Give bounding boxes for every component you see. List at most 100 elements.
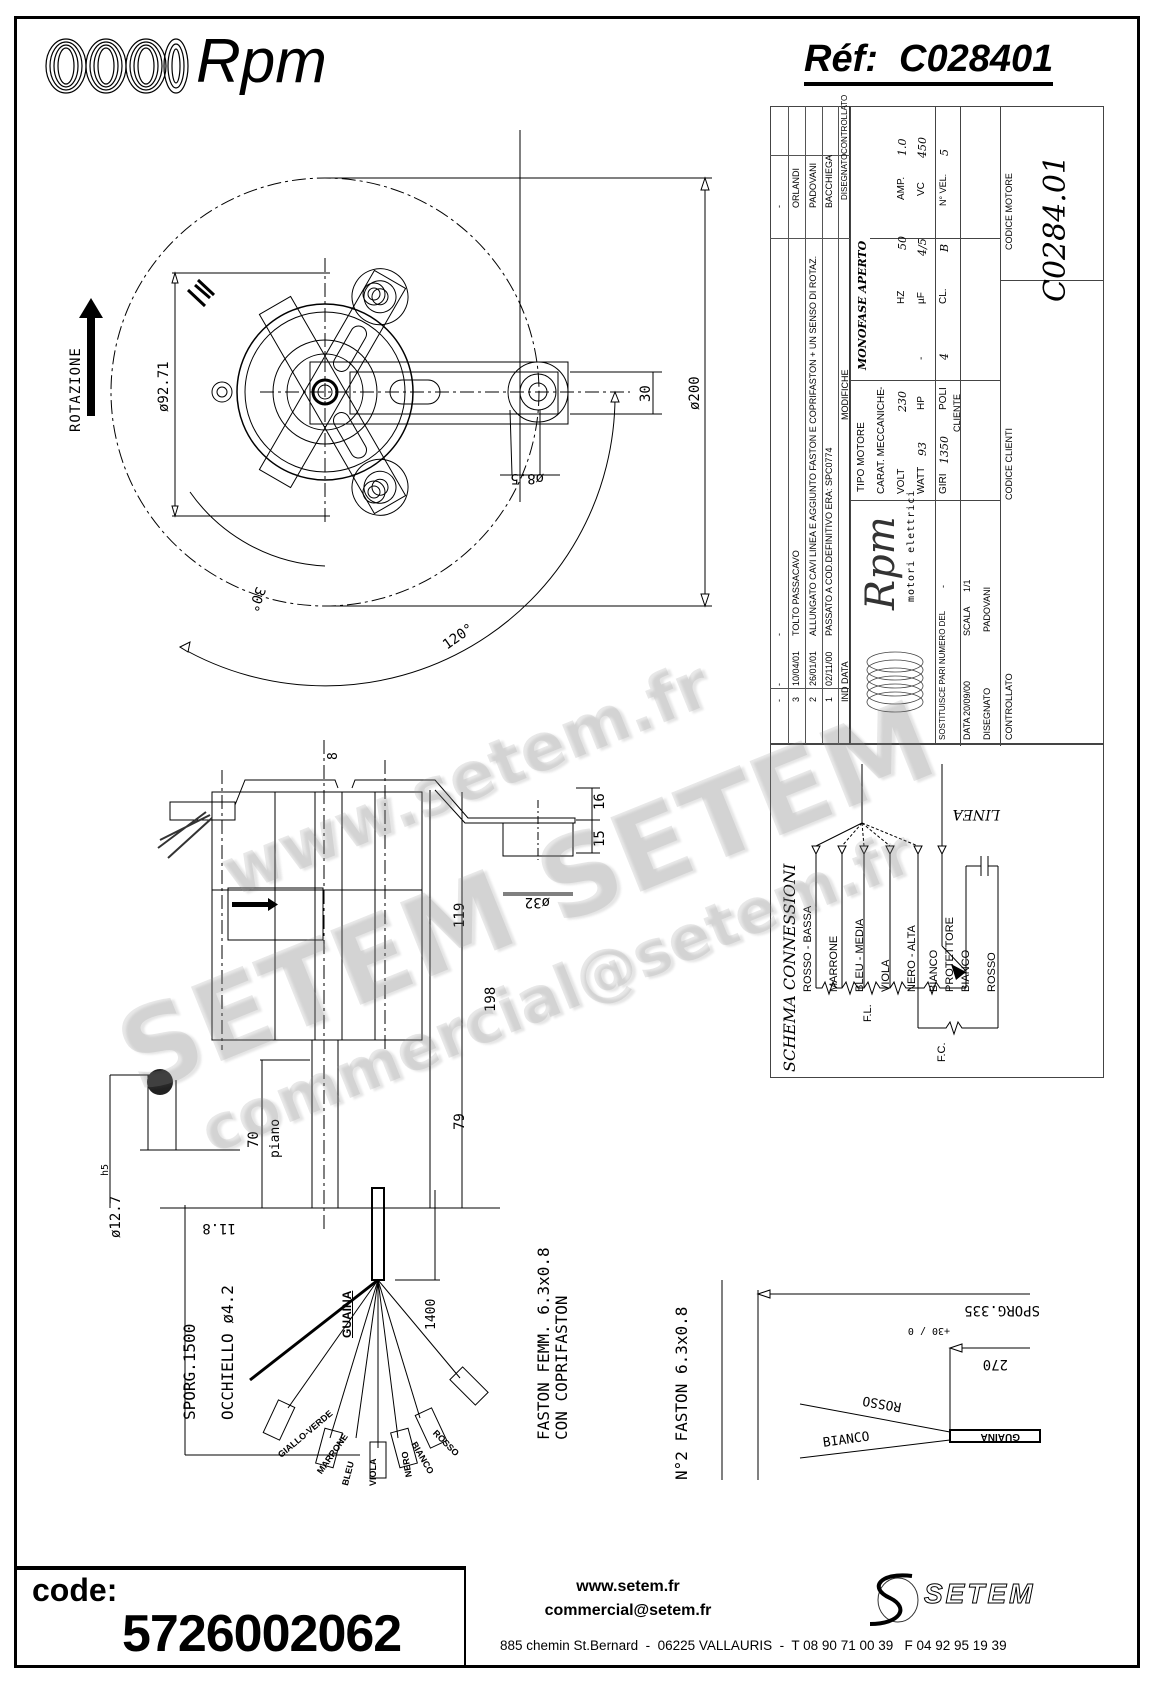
dim-16: 16 bbox=[592, 793, 608, 810]
eyelet-label: OCCHIELLO ø4.2 bbox=[218, 1285, 237, 1420]
scala-label: SCALA bbox=[962, 606, 972, 636]
rev-1-ind: 1 bbox=[824, 696, 834, 702]
spec-poli-value: 4 bbox=[938, 353, 951, 360]
footer-address: 885 chemin St.Bernard - 06225 VALLAURIS … bbox=[500, 1638, 1007, 1653]
title-block bbox=[770, 106, 1104, 744]
spec-watt-value: 93 bbox=[916, 442, 929, 456]
sostituisce-label: SOSTITUISCE PARI NUMERO DEL bbox=[938, 610, 947, 740]
sheath-length: 1400 bbox=[424, 1298, 439, 1330]
linea-label: LINEA bbox=[952, 806, 1000, 822]
rev-header-modifiche: MODIFICHE bbox=[840, 369, 850, 421]
rev-header-data: DATA bbox=[840, 661, 850, 684]
reference: Réf: C028401 bbox=[804, 38, 1054, 86]
rev-header-ind: IND bbox=[840, 686, 850, 703]
overall-length: SPORG.1500 bbox=[180, 1323, 199, 1420]
schema-lead-nero-alta: NERO - ALTA bbox=[906, 925, 918, 992]
dim-flat-len: 70 bbox=[246, 1131, 262, 1148]
spec-hp-value: - bbox=[916, 356, 927, 360]
brand-name: Rpm bbox=[196, 27, 327, 96]
schema-lead-marrone: MARRONE bbox=[828, 935, 840, 992]
rev-0-date: - bbox=[774, 683, 784, 686]
rev-3-date: 10/04/01 bbox=[791, 650, 801, 686]
dim-body-len: 119 bbox=[452, 902, 468, 928]
schema-lead-bianco-2: BIANCO bbox=[960, 949, 972, 992]
wire-label-viola: VIOLA bbox=[368, 1458, 378, 1486]
codice-motore-label: CODICE MOTORE bbox=[1004, 173, 1014, 250]
schema-title: SCHEMA CONNESSIONI bbox=[780, 863, 799, 1072]
rev-3-by: ORLANDI bbox=[791, 167, 801, 208]
spec-hz-value: 50 bbox=[896, 236, 909, 250]
code-value: 5726002062 bbox=[122, 1605, 402, 1663]
flat-label: piano bbox=[268, 1118, 283, 1158]
rev-2-date: 26/01/01 bbox=[808, 650, 818, 686]
sheath-label: GUAINA bbox=[340, 1290, 354, 1338]
spec-poli-label: POLI bbox=[938, 387, 949, 410]
cap-sheath-label: GUAINA bbox=[980, 1431, 1020, 1442]
rpm-coil-icon bbox=[866, 651, 924, 713]
rev-0-ind: - bbox=[774, 699, 784, 702]
footer-contact: www.setem.fr commercial@setem.fr 885 che… bbox=[466, 1566, 1140, 1668]
dim-hole: ø8.5 bbox=[510, 470, 544, 486]
data-label: DATA bbox=[962, 717, 972, 740]
fl-label: F.L. bbox=[862, 1004, 874, 1022]
carat-value: - bbox=[876, 386, 887, 390]
footer-email: commercial@setem.fr bbox=[544, 1602, 712, 1619]
code-label: code: bbox=[32, 1572, 118, 1608]
cap-sheath-length: 270 bbox=[982, 1356, 1008, 1372]
codice-clienti-label: CODICE CLIENTI bbox=[1004, 427, 1014, 500]
capacitor-leads-drawing bbox=[721, 1280, 1041, 1480]
spec-uf-label: µF bbox=[916, 292, 927, 304]
disegnato-label: DISEGNATO bbox=[982, 687, 992, 740]
cap-overall-length: SPORG.335 bbox=[964, 1302, 1040, 1318]
spec-nvel-value: 5 bbox=[938, 149, 951, 156]
spec-cl-value: B bbox=[938, 243, 951, 252]
code-box: code: 5726002062 bbox=[14, 1566, 466, 1668]
side-view-drawing bbox=[109, 740, 600, 1230]
top-view-drawing bbox=[79, 130, 712, 687]
dim-gap: 8 bbox=[326, 752, 341, 760]
reference-value: C028401 bbox=[899, 38, 1054, 80]
rev-0-by: - bbox=[774, 205, 784, 208]
rev-header-disegnato: DISEGNATO bbox=[840, 153, 849, 200]
dim-total-len: 198 bbox=[483, 986, 499, 1012]
rpm-logo: Rpm bbox=[44, 27, 374, 102]
schema-box bbox=[770, 744, 1104, 1078]
disegnato-value: PADOVANI bbox=[982, 586, 992, 632]
rev-1-date: 02/11/00 bbox=[824, 651, 834, 686]
direction-arrow-icon bbox=[232, 902, 268, 907]
rev-3-text: TOLTO PASSACAVO bbox=[791, 550, 801, 636]
scala-value: 1/1 bbox=[962, 579, 972, 592]
rev-2-text: ALLUNGATO CAVI LINEA E AGGIUNTO FASTON E… bbox=[808, 255, 818, 636]
tipo-motore-label: TIPO MOTORE bbox=[856, 422, 867, 492]
spec-giri-value: 1350 bbox=[938, 436, 951, 464]
rotation-label: ROTAZIONE bbox=[68, 347, 84, 432]
schema-lead-bianco: BIANCO bbox=[928, 949, 940, 992]
dim-15: 15 bbox=[592, 830, 608, 847]
revision-grid bbox=[770, 106, 850, 744]
spec-watt-label: WATT bbox=[916, 466, 927, 494]
codice-motore-value: C0284.01 bbox=[1038, 154, 1073, 302]
spec-volt-value: 230 bbox=[896, 391, 909, 412]
rev-0-text: - bbox=[774, 633, 784, 636]
reference-label: Réf: bbox=[804, 38, 878, 80]
sostituisce-value: - bbox=[938, 585, 948, 588]
cliente-label: CLIENTE bbox=[952, 393, 962, 432]
shaft-diameter: ø12.7 bbox=[108, 1195, 124, 1238]
rotation-arrow-icon bbox=[87, 316, 95, 416]
company-sub: motori elettrici bbox=[906, 489, 917, 602]
spec-vc-label: VC bbox=[916, 182, 927, 196]
schema-lead-rosso-bassa: ROSSO - BASSA bbox=[802, 905, 814, 992]
dim-body-diameter: ø92.71 bbox=[156, 361, 172, 412]
spec-uf-value: 4/5 bbox=[916, 238, 929, 256]
spec-amp-value: 1.0 bbox=[896, 138, 909, 157]
faston-sub: CON COPRIFASTON bbox=[552, 1295, 571, 1441]
schema-lead-bleu-media: BLEU - MEDIA bbox=[854, 918, 866, 992]
spec-hz-label: HZ bbox=[896, 290, 907, 304]
rev-header-controllato: CONTROLLATO bbox=[840, 94, 849, 154]
schema-lead-protettore: PROTETTORE bbox=[944, 917, 956, 992]
rev-1-by: BACCHIEGA bbox=[824, 154, 834, 208]
rev-1-text: PASSATO A COD.DEFINITIVO ERA: SPC0774 bbox=[824, 447, 834, 636]
dim-shaft-len: 79 bbox=[452, 1113, 468, 1130]
spec-hp-label: HP bbox=[916, 396, 927, 410]
setem-globe-icon bbox=[869, 1573, 919, 1626]
